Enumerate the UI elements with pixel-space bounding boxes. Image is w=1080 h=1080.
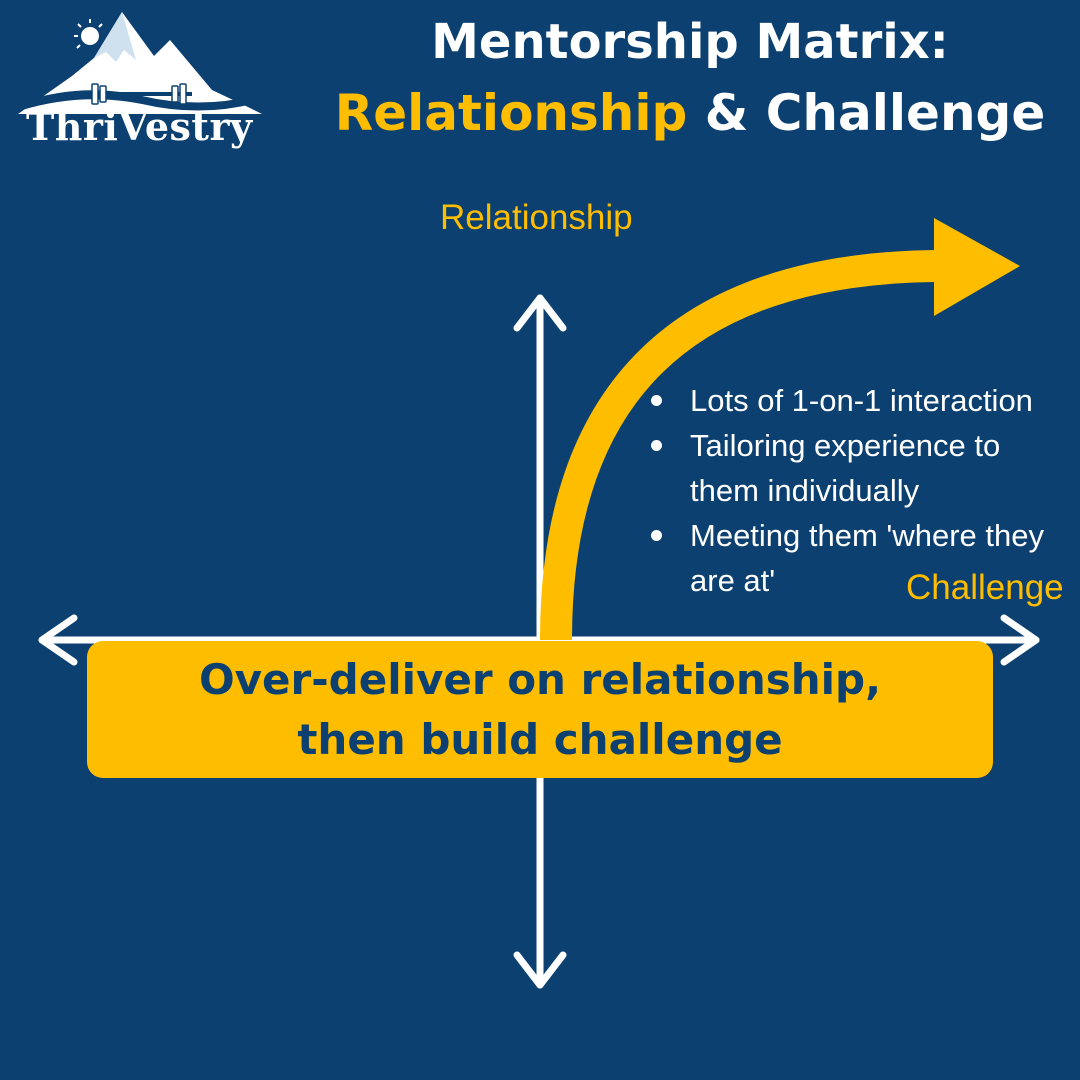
curved-arrow-icon: [540, 218, 1020, 641]
y-axis-label: Relationship: [440, 198, 633, 237]
brand-name: ThriVestry: [26, 104, 253, 149]
barbell-icon: [86, 83, 192, 105]
list-item: Tailoring experience to them individuall…: [648, 423, 1073, 513]
brand-logo: ThriVestry: [12, 6, 282, 156]
x-axis-label: Challenge: [906, 568, 1064, 607]
list-item: Lots of 1-on-1 interaction: [648, 378, 1073, 423]
callout-line-2: then build challenge: [297, 714, 783, 764]
mountain-icon: [18, 12, 262, 114]
sun-icon: [74, 19, 103, 49]
horizontal-axis: [38, 614, 1040, 666]
page-title: Mentorship Matrix:: [431, 14, 949, 70]
callout-banner: Over-deliver on relationship, then build…: [87, 641, 993, 778]
arrow-up-icon: [513, 294, 567, 332]
arrow-down-icon: [513, 951, 567, 989]
subtitle-rest: & Challenge: [687, 84, 1046, 142]
callout-line-1: Over-deliver on relationship,: [198, 654, 882, 704]
list-item: Meeting them 'where they are at': [648, 513, 1073, 603]
page-subtitle: Relationship & Challenge: [300, 84, 1080, 142]
arrow-right-icon: [1000, 614, 1040, 666]
arrow-left-icon: [38, 614, 78, 666]
bullet-list: Lots of 1-on-1 interaction Tailoring exp…: [648, 378, 1073, 603]
subtitle-accent: Relationship: [334, 84, 688, 142]
